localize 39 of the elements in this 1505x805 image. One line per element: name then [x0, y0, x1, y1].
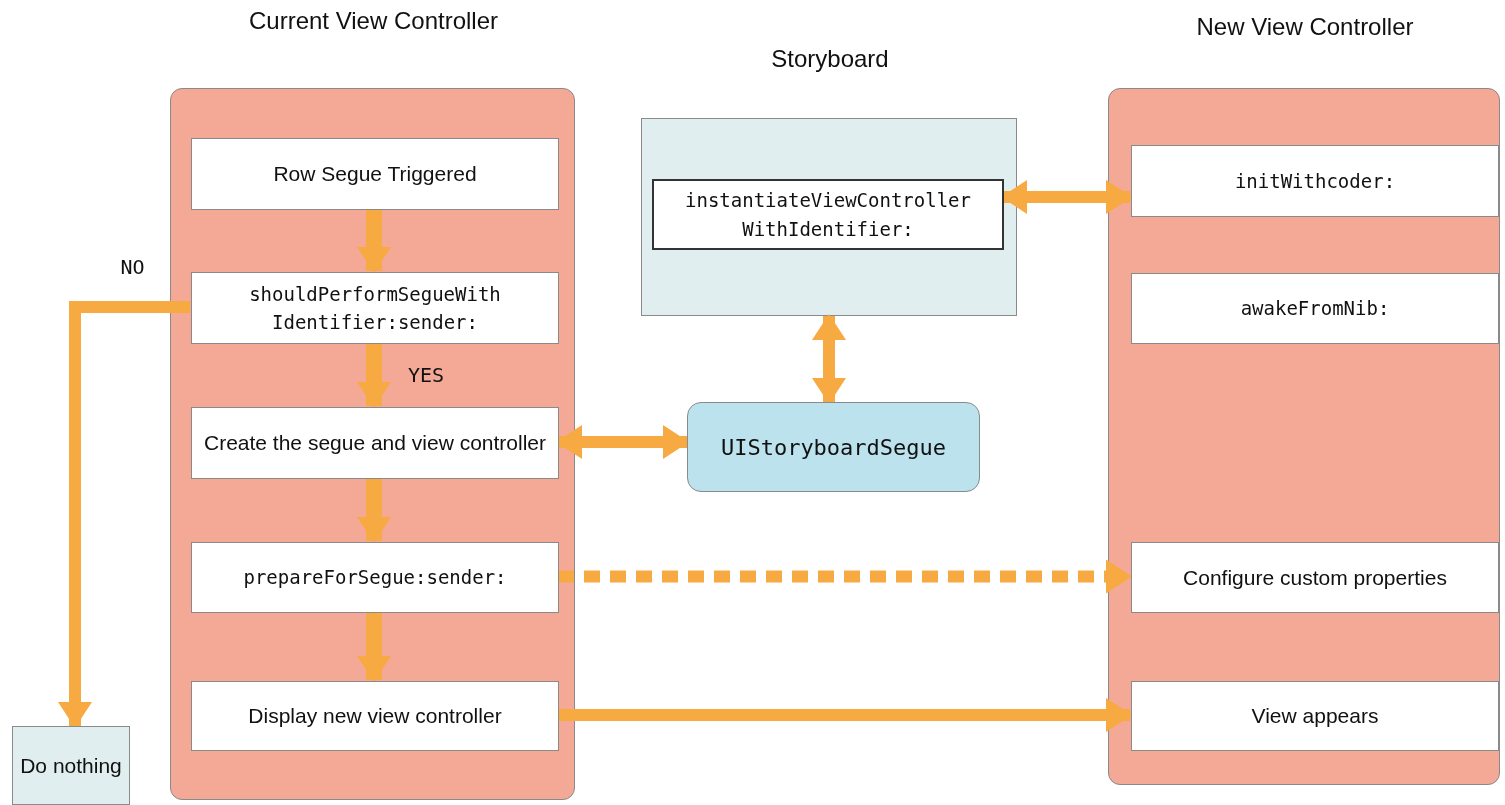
node-label: initWithcoder:: [1233, 168, 1397, 194]
arrow: [1001, 180, 1132, 214]
panel-heading: New View Controller: [1195, 12, 1415, 42]
node-label: Configure custom properties: [1182, 564, 1448, 591]
arrow: [556, 425, 689, 459]
panel-heading: Current View Controller: [248, 6, 499, 36]
arrow: [357, 478, 391, 543]
step-box: [191, 138, 559, 210]
node-label: instantiateViewController WithIdentifier:: [684, 188, 972, 242]
node-label: Do nothing: [19, 752, 123, 779]
node-label: View appears: [1250, 703, 1380, 730]
segue-box: [687, 402, 980, 492]
method-box: [191, 542, 559, 613]
outcome-box: [12, 726, 130, 805]
arrow: [357, 209, 391, 273]
method-box: [1131, 273, 1499, 344]
panel-heading: Storyboard: [770, 44, 890, 74]
edge-label: NO: [120, 255, 145, 279]
node-label: Create the segue and view controller: [203, 430, 547, 457]
node-label: prepareForSegue:sender:: [242, 565, 508, 591]
arrow: [812, 314, 846, 404]
node-label: shouldPerformSegueWith Identifier:sender:: [248, 281, 502, 335]
step-box: [1131, 542, 1499, 613]
arrow: [357, 612, 391, 682]
arrow: [558, 698, 1132, 732]
method-box: [652, 179, 1004, 250]
step-box: [191, 407, 559, 479]
step-box: [191, 681, 559, 751]
method-box: [1131, 145, 1499, 217]
step-box: [1131, 681, 1499, 751]
arrow: [558, 559, 1132, 594]
node-label: Display new view controller: [247, 703, 503, 730]
node-label: UIStoryboardSegue: [719, 433, 948, 462]
method-box: [191, 272, 559, 344]
edge-label: YES: [407, 362, 445, 387]
arrow: [357, 343, 391, 408]
arrow: [58, 301, 190, 728]
node-label: awakeFromNib:: [1239, 296, 1391, 322]
node-label: Row Segue Triggered: [272, 161, 478, 188]
